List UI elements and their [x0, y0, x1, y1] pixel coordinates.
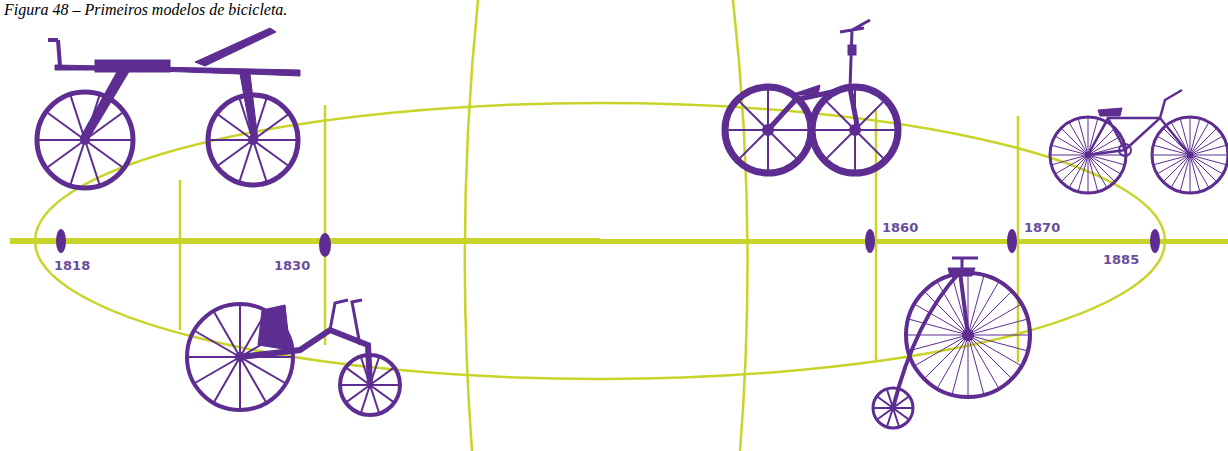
year-markers	[56, 229, 1160, 257]
bicycle-wheels	[37, 87, 1228, 428]
timeline-axis	[10, 238, 600, 244]
year-label: 1860	[880, 220, 920, 236]
timeline-guides	[35, 0, 1165, 451]
timeline-axis	[600, 239, 1228, 244]
year-label: 1818	[52, 258, 92, 274]
figure-title: Figura 48 – Primeiros modelos de bicicle…	[4, 1, 287, 19]
year-label: 1885	[1101, 252, 1141, 268]
year-label: 1830	[272, 258, 312, 274]
year-label: 1870	[1022, 220, 1062, 236]
bicycle-frames	[48, 20, 1190, 408]
